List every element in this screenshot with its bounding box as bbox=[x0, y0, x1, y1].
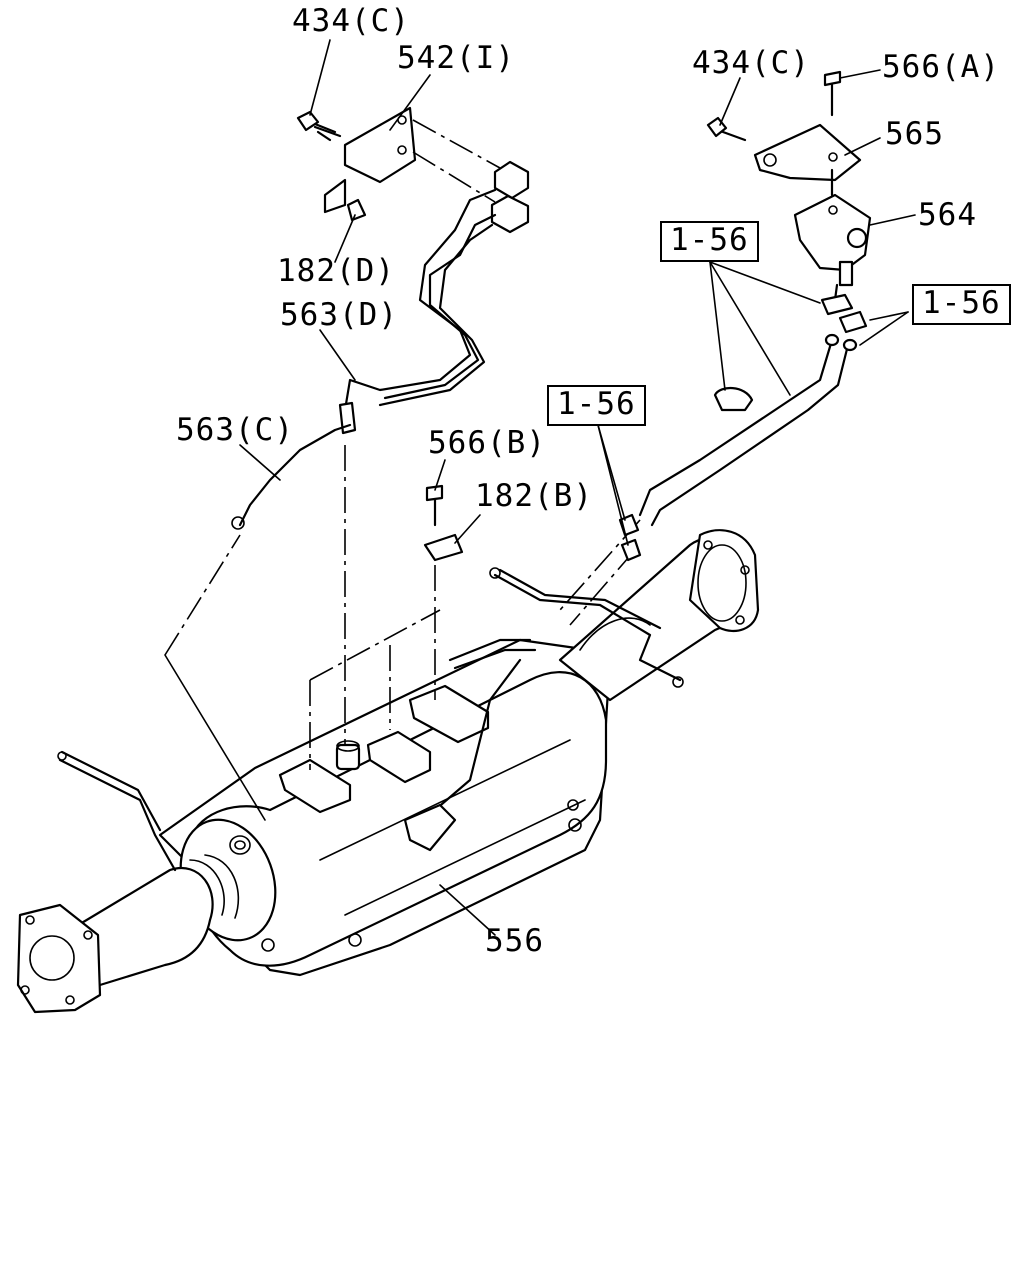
label-566b: 566(B) bbox=[428, 425, 546, 461]
label-434c-right: 434(C) bbox=[692, 45, 810, 81]
ref-box-1-56-center: 1-56 bbox=[547, 385, 646, 426]
label-565: 565 bbox=[885, 116, 944, 152]
leader-lines bbox=[164, 39, 916, 936]
label-563d: 563(D) bbox=[280, 297, 398, 333]
label-542i: 542(I) bbox=[397, 40, 515, 76]
label-563c: 563(C) bbox=[176, 412, 294, 448]
converter-assembly-556 bbox=[16, 529, 760, 1014]
ref-box-1-56-upper: 1-56 bbox=[660, 221, 759, 262]
label-556: 556 bbox=[485, 923, 544, 959]
sensor-bracket-group bbox=[559, 70, 909, 626]
label-566a: 566(A) bbox=[882, 49, 1000, 85]
label-182d: 182(D) bbox=[277, 253, 395, 289]
label-434c-left: 434(C) bbox=[292, 3, 410, 39]
label-182b: 182(B) bbox=[475, 478, 593, 514]
clip-182b-group bbox=[423, 484, 464, 700]
label-564: 564 bbox=[918, 197, 977, 233]
bracket-542-group bbox=[231, 106, 530, 745]
ref-box-1-56-right: 1-56 bbox=[912, 284, 1011, 325]
